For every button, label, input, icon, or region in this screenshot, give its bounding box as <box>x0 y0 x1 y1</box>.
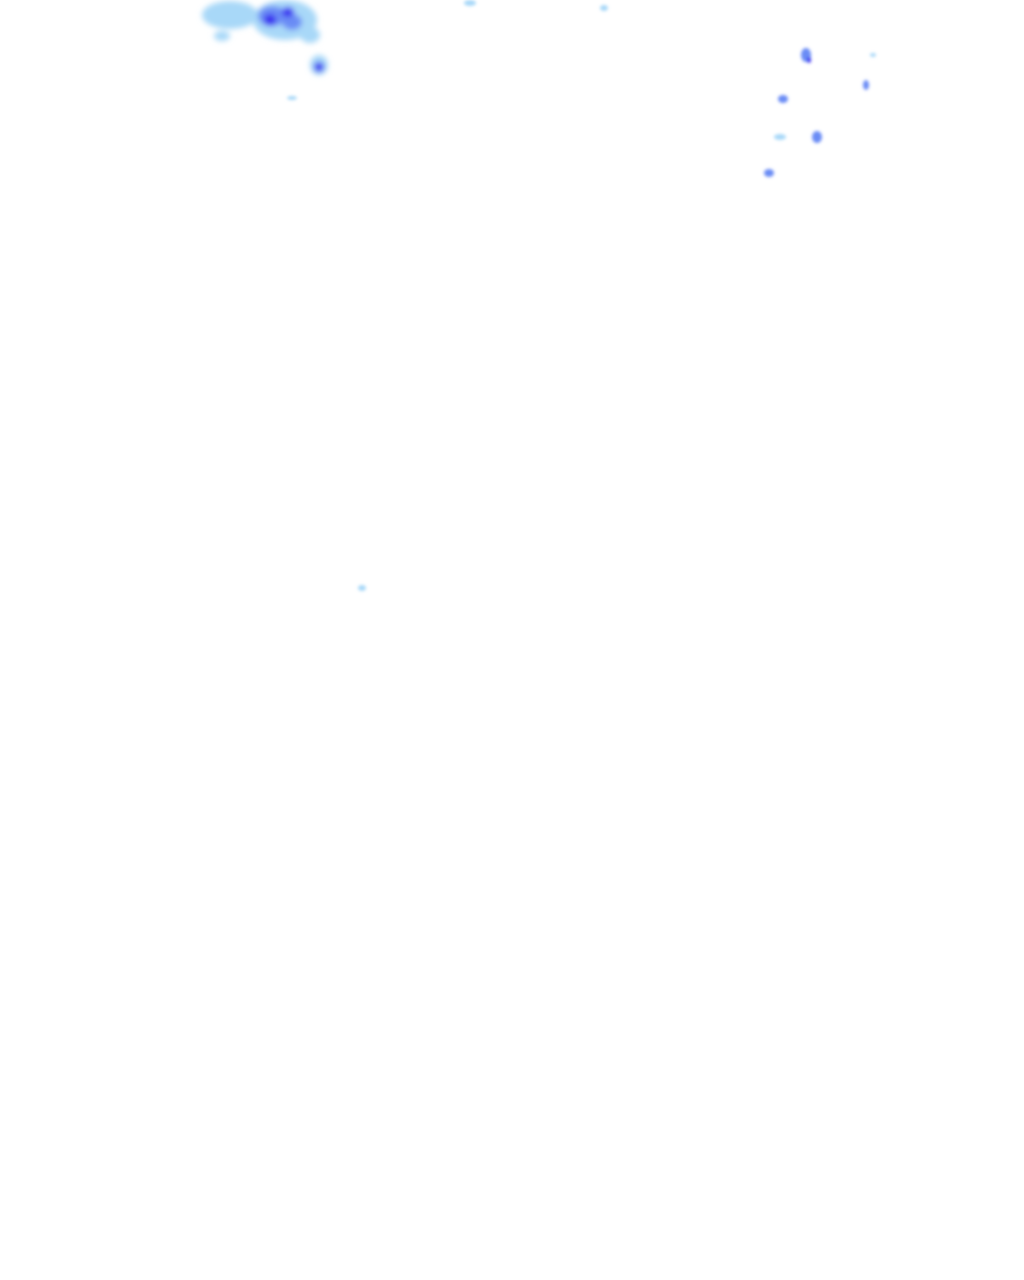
light-echo <box>464 0 476 6</box>
light-echo <box>600 5 608 11</box>
light-echo <box>214 31 230 41</box>
light-echo <box>870 53 876 57</box>
echo-cluster-northwest <box>202 0 328 75</box>
light-echo <box>202 1 258 29</box>
medium-echo <box>764 169 774 177</box>
echo-cells-east <box>287 0 876 591</box>
heavy-echo <box>264 14 276 26</box>
heavy-echo <box>807 57 811 63</box>
medium-echo <box>863 80 869 90</box>
heavy-echo <box>282 7 294 17</box>
light-echo <box>774 134 786 140</box>
light-echo <box>300 27 320 43</box>
light-echo <box>287 96 297 100</box>
medium-echo <box>778 95 788 103</box>
medium-echo <box>282 14 302 30</box>
heavy-echo <box>314 62 324 72</box>
medium-echo <box>812 131 822 143</box>
light-echo <box>358 585 366 591</box>
